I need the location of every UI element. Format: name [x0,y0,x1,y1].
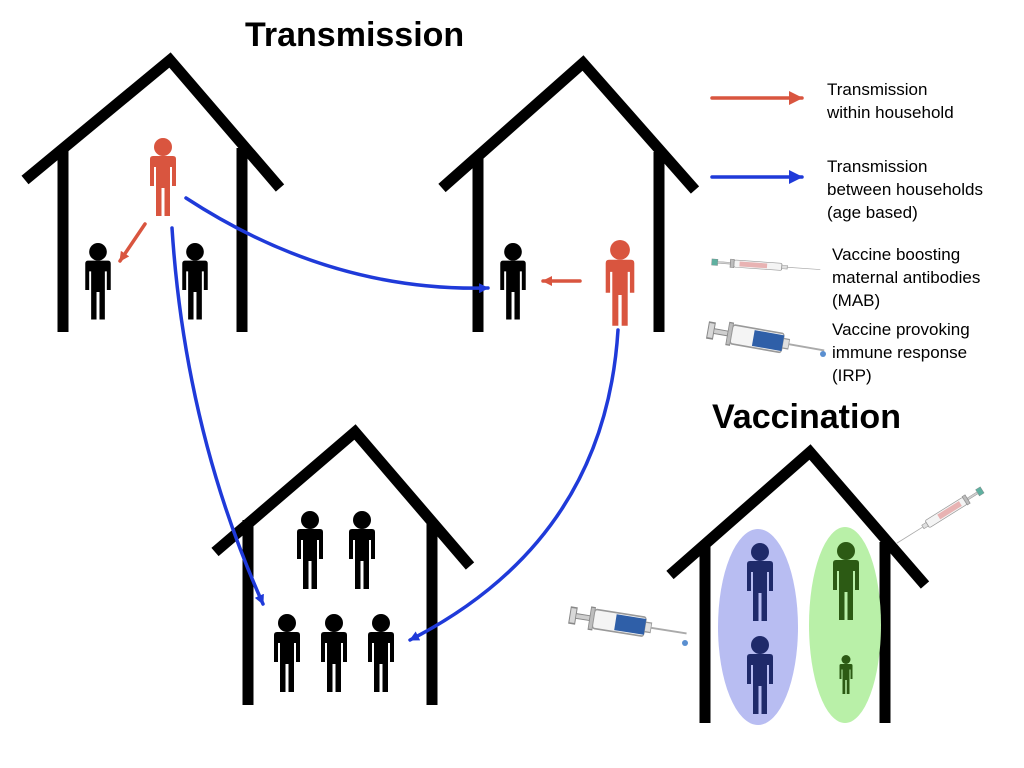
between-household-arrow [408,328,620,642]
transmission-heading: Transmission [245,16,465,54]
syringe-icon [893,485,986,548]
legend-between-label: Transmission between households (age bas… [827,157,983,222]
legend-mab-label: Vaccine boosting maternal antibodies (MA… [832,245,981,310]
house-outline-icon [666,444,930,723]
legend-within-label: Transmission within household [827,80,954,122]
house-outline-icon [211,424,475,705]
within-household-arrow [118,222,147,263]
syringe-icon [567,602,690,646]
between-household-arrow [170,226,265,606]
between-household-arrow [184,196,490,294]
syringe-icon [705,318,828,363]
irp-group-oval [809,527,881,723]
mab-group-oval [718,529,798,725]
drop-icon [820,351,826,357]
house-outline-icon [21,52,285,332]
legend-irp-label: Vaccine provoking immune response (IRP) [832,320,970,385]
drop-icon [682,640,688,646]
vaccination-heading: Vaccination [712,398,901,436]
house-outline-icon [438,55,700,332]
syringe-icon [711,257,822,275]
